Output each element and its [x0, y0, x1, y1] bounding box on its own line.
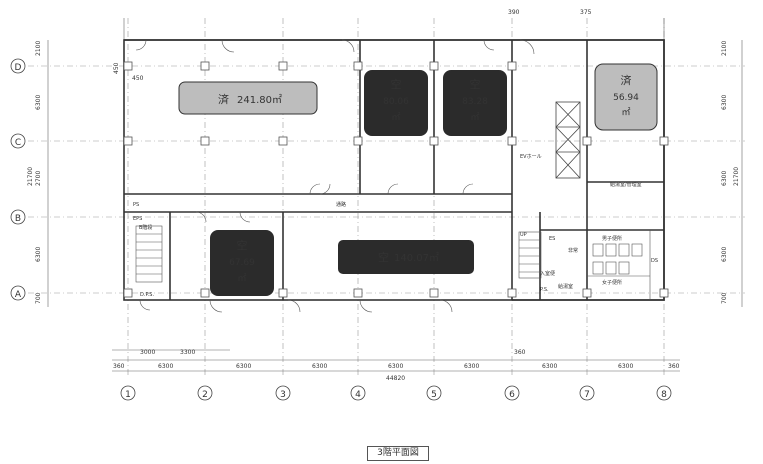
unit-badge-a-large[interactable]: [338, 240, 474, 274]
door-swings: [135, 39, 535, 313]
dimension-texts: 390 375 2100 6300 2700 6300 700 21700 45…: [27, 9, 740, 382]
stairs: [135, 225, 542, 283]
right-dim: 700: [721, 292, 728, 304]
womens-room-label: 女子便所: [602, 279, 622, 286]
bottom-span-dim: 6300: [542, 363, 557, 370]
left-total-dim: 21700: [27, 167, 34, 186]
bottom-span-dim: 6300: [312, 363, 327, 370]
up-label: UP: [520, 232, 527, 238]
corridor-label: 通路: [336, 201, 346, 208]
right-dim: 6300: [721, 95, 728, 110]
es-label: ES: [549, 236, 555, 242]
eps-label: EPS: [133, 216, 142, 222]
bottom-split-dim: 3300: [180, 349, 195, 356]
left-dim: 6300: [35, 95, 42, 110]
dimension-lines: [47, 18, 743, 372]
bottom-split-dim: 3000: [140, 349, 155, 356]
unit-badge-a-left[interactable]: [210, 230, 274, 296]
column-label: 3: [280, 390, 286, 400]
kyuto-label: 給湯室: [558, 283, 573, 290]
mens-room-label: 男子便所: [602, 235, 622, 242]
right-dim: 6300: [721, 247, 728, 262]
stairs-label: B階段: [139, 224, 152, 231]
structural-columns: [123, 61, 669, 298]
unit-area: 83.28: [462, 97, 488, 107]
unit-badge-d-large[interactable]: [178, 81, 318, 115]
ev-hall-label: EVホール: [520, 154, 542, 160]
unit-unit: ㎡: [237, 273, 246, 284]
drawing-caption: 3階平面図: [367, 446, 429, 461]
building-outline: [123, 39, 665, 301]
left-small-dim: 450: [132, 75, 144, 82]
row-label: A: [15, 290, 22, 300]
unit-status: 済: [218, 92, 229, 106]
unit-unit: ㎡: [621, 107, 630, 118]
right-dim: 2100: [721, 41, 728, 56]
left-dim: 6300: [35, 247, 42, 262]
unit-area: 56.94: [613, 93, 639, 103]
left-dim: 700: [35, 292, 42, 304]
column-label: 8: [661, 390, 667, 400]
unit-area: 80.06: [383, 97, 409, 107]
restroom-fixtures: [587, 230, 651, 300]
utility-room-label: 給湯室/管理室: [610, 181, 642, 188]
unit-badge-d-right[interactable]: [594, 63, 658, 131]
top-dim: 375: [580, 9, 592, 16]
ds-label: DS: [651, 258, 658, 264]
column-markers: 1 2 3 4 5 6 7 8: [120, 385, 672, 401]
unit-area: 241.80㎡: [237, 94, 282, 106]
left-small-dim: 450: [113, 62, 120, 74]
column-label: 1: [125, 390, 131, 400]
entrance-label: 入室便: [540, 270, 555, 277]
unit-status: 空: [378, 250, 389, 264]
bottom-total-dim: 44820: [386, 375, 405, 382]
emergency-label: 非常: [568, 247, 578, 254]
top-dim: 390: [508, 9, 520, 16]
row-label: C: [15, 138, 21, 148]
unit-badges: 済 241.80㎡ 空 80.06 ㎡ 空 83.28 ㎡ 済 56.94 ㎡ …: [178, 63, 658, 296]
left-dim: 2100: [35, 41, 42, 56]
unit-status: 済: [621, 73, 632, 87]
unit-status: 空: [391, 77, 402, 91]
bottom-end-dim: 360: [113, 363, 125, 370]
left-dim: 2700: [35, 171, 42, 186]
bottom-span-dim: 6300: [388, 363, 403, 370]
unit-badge-d-mid1[interactable]: [364, 70, 428, 136]
column-label: 2: [202, 390, 208, 400]
room-labels: 通路 EVホール 給湯室/管理室 男子便所 女子便所 B階段 PS EPS D.…: [133, 154, 658, 298]
column-label: 4: [355, 390, 361, 400]
bottom-span-dim: 6300: [158, 363, 173, 370]
right-dim: 6300: [721, 171, 728, 186]
ps-label: PS: [133, 202, 139, 208]
dps-label: D.P.S.: [140, 292, 154, 298]
bottom-end-dim: 360: [668, 363, 680, 370]
row-label: D: [15, 63, 22, 73]
grid-lines: [28, 18, 745, 378]
unit-unit: ㎡: [391, 112, 400, 123]
row-markers: D C B A: [10, 58, 26, 301]
column-label: 6: [509, 390, 515, 400]
unit-status: 空: [470, 77, 481, 91]
bottom-span-dim: 6300: [236, 363, 251, 370]
column-label: 5: [431, 390, 437, 400]
ps2-label: P.S.: [540, 287, 549, 293]
bottom-mid-dim: 360: [514, 349, 526, 356]
bottom-span-dim: 6300: [464, 363, 479, 370]
unit-area: 140.07㎡: [394, 252, 439, 264]
unit-status: 空: [237, 238, 248, 252]
right-total-dim: 21700: [733, 167, 740, 186]
unit-area: 67.69: [229, 258, 255, 268]
row-label: B: [15, 214, 21, 224]
unit-badge-d-mid2[interactable]: [443, 70, 507, 136]
column-label: 7: [584, 390, 590, 400]
unit-unit: ㎡: [470, 112, 479, 123]
elevator-shafts: [555, 101, 581, 179]
bottom-span-dim: 6300: [618, 363, 633, 370]
